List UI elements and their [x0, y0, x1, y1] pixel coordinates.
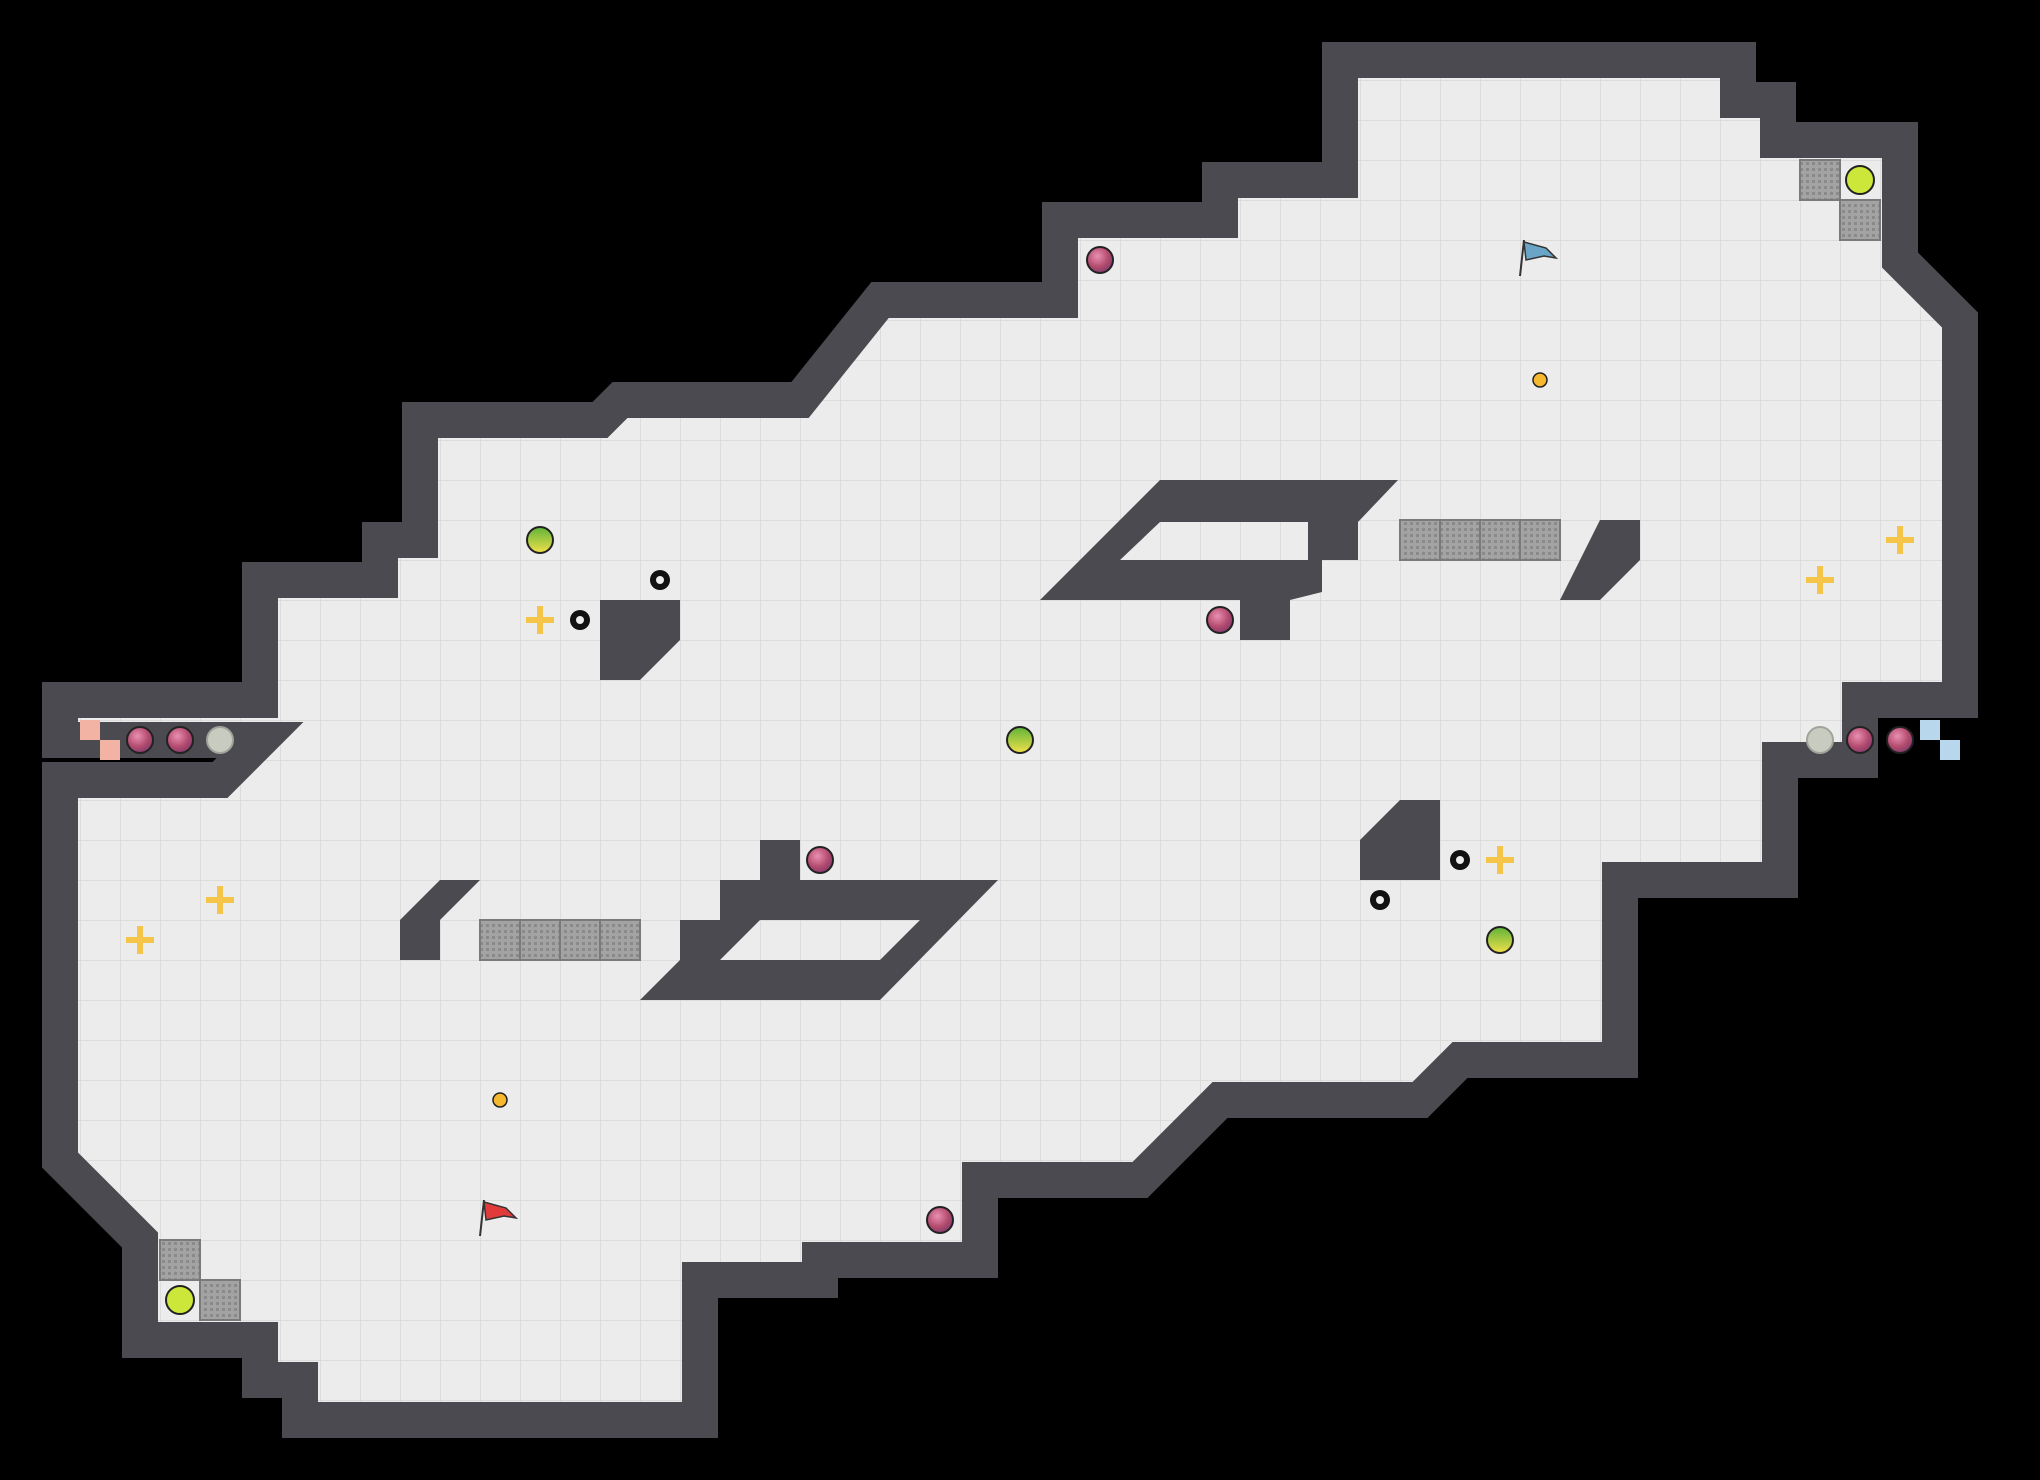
inner-walls	[400, 480, 1640, 1000]
red-base-tile	[80, 720, 120, 760]
portal-icon[interactable]	[165, 165, 1875, 1315]
spike-icon	[570, 570, 1470, 910]
mine-icon	[206, 726, 1834, 754]
powerup-icon[interactable]	[126, 526, 1914, 954]
blue-base-tile	[1920, 720, 1960, 760]
red-flag-icon[interactable]	[479, 1199, 519, 1237]
bomb-icon[interactable]	[126, 246, 1914, 1234]
boost-icon[interactable]	[526, 526, 1514, 954]
blue-flag-icon[interactable]	[1519, 239, 1559, 277]
gate-tiles	[159, 159, 1881, 1321]
marker-icon	[492, 372, 1548, 1108]
